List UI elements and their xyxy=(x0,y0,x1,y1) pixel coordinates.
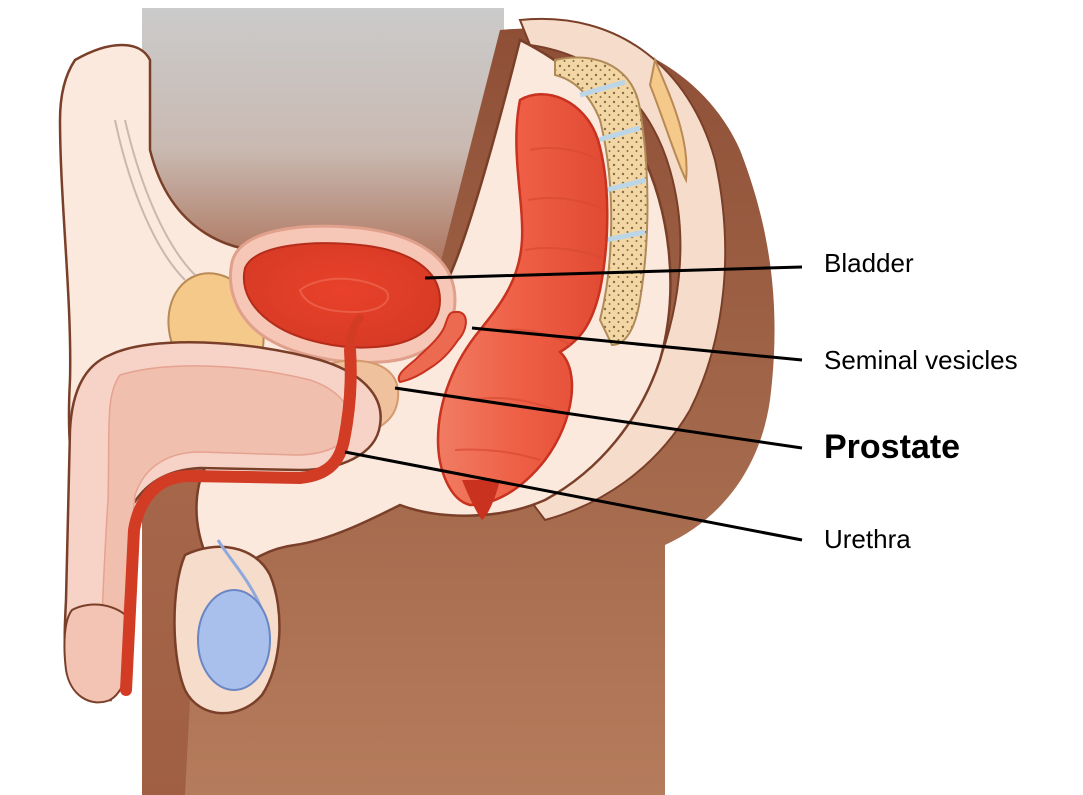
testis xyxy=(198,590,270,690)
label-bladder: Bladder xyxy=(824,248,914,278)
label-seminal-vesicles: Seminal vesicles xyxy=(824,345,1018,375)
label-urethra: Urethra xyxy=(824,524,911,554)
label-prostate: Prostate xyxy=(824,428,960,466)
